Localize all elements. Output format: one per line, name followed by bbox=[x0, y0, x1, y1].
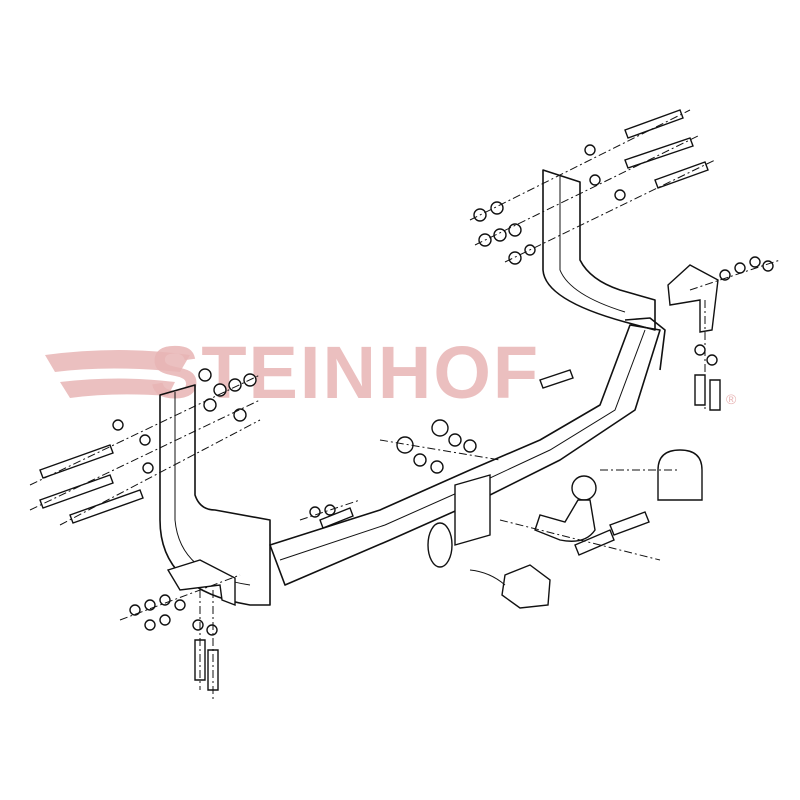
left-lower-plate bbox=[166, 559, 236, 607]
right-mounting-bracket bbox=[542, 169, 656, 331]
crossbar bbox=[269, 317, 666, 586]
registered-mark: ® bbox=[726, 391, 737, 407]
tow-ball bbox=[534, 475, 597, 542]
bolts bbox=[39, 109, 721, 691]
receiver-block bbox=[454, 474, 491, 546]
assembly-lines bbox=[29, 109, 781, 700]
wire bbox=[469, 569, 506, 586]
watermark-text: STEINHOF bbox=[150, 331, 540, 414]
socket-plate bbox=[427, 522, 453, 568]
electrical-socket bbox=[501, 564, 551, 609]
right-lower-plate bbox=[667, 264, 719, 333]
steinhof-watermark: STEINHOF ® bbox=[45, 331, 737, 414]
ball-cap bbox=[657, 449, 703, 501]
